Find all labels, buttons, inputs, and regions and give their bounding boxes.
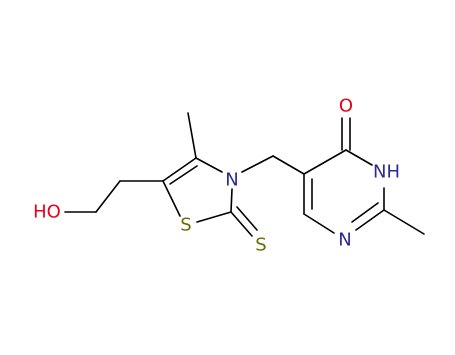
bond-c5p-c4p	[303, 149, 347, 175]
atom-s-thione: S	[255, 235, 266, 256]
atom-n-thiazole: N	[225, 170, 238, 191]
bond-n1p-c6p	[303, 213, 335, 234]
atom-oxygen-carbonyl: O	[339, 96, 353, 117]
atom-nh-pyrimidine: NH	[373, 162, 400, 183]
bond-c5-c4	[162, 157, 197, 182]
bond-c4-n3	[195, 157, 223, 173]
bond-c4p-n3p	[345, 149, 373, 166]
bond-c2-s-thione	[230, 211, 253, 237]
bond-ch2-pyrimidine	[272, 155, 305, 175]
atom-n-pyrimidine: N	[338, 230, 351, 251]
bond-c2p-n1p	[355, 209, 385, 231]
atom-hydroxyl: HO	[33, 202, 61, 223]
bond-c2p-n1p-double	[351, 202, 379, 223]
bond-c2p-methyl	[383, 209, 425, 235]
bond-c5-c4-double	[169, 165, 198, 185]
bond-n3-c2	[230, 188, 233, 213]
bond-n3-ch2	[241, 155, 274, 173]
bond-ch2-ch2	[95, 180, 121, 213]
atom-s-ring: S	[180, 215, 191, 236]
bond-c4-methyl	[187, 112, 197, 159]
bond-c2-s-thione-double	[236, 206, 258, 231]
bond-s1-c5	[162, 180, 181, 217]
bond-c2-s1	[196, 211, 232, 223]
